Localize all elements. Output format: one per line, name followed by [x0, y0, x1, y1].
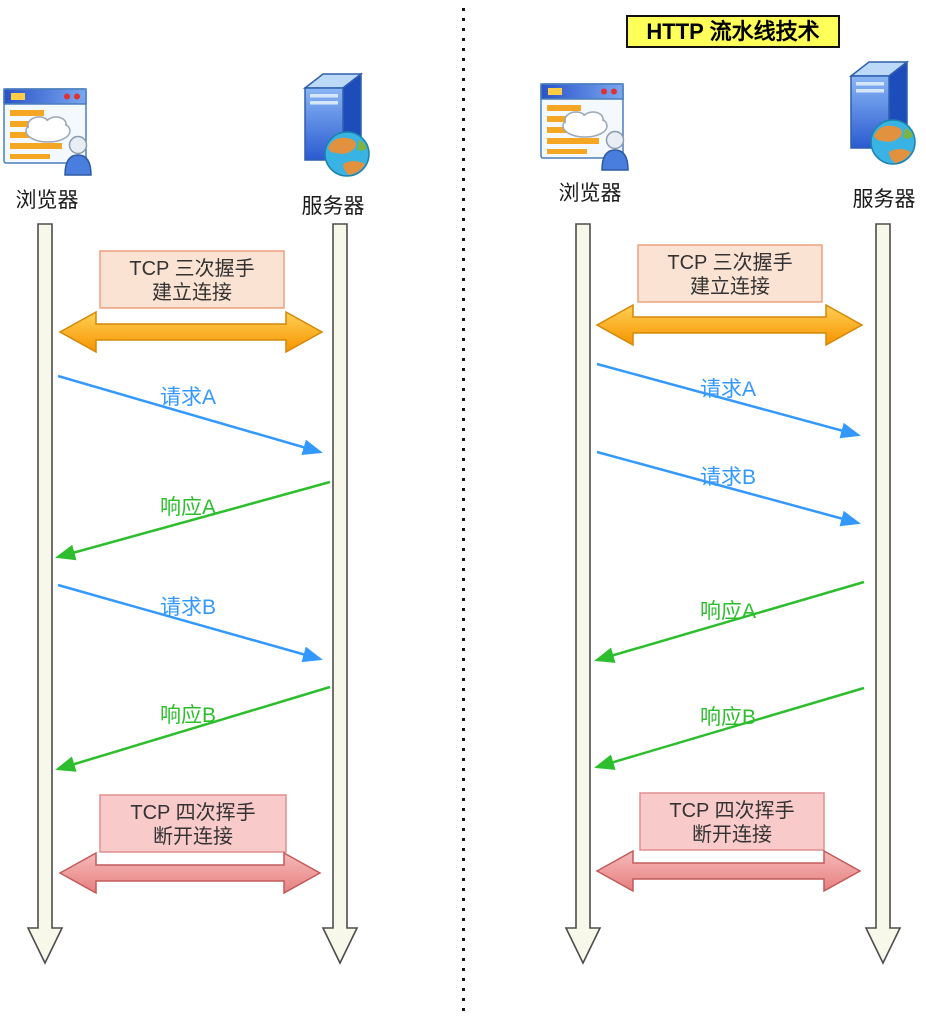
request-b-label: 请求B [700, 466, 756, 489]
request-b-arrow [57, 583, 323, 663]
response-a-arrow [55, 480, 331, 561]
tcp-teardown-line1: TCP 四次挥手 [669, 799, 794, 822]
browser-timeline-arrow [26, 223, 64, 965]
response-a-label: 响应A [700, 600, 756, 623]
tcp-teardown-line2: 断开连接 [153, 825, 233, 848]
tcp-teardown-line2: 断开连接 [692, 823, 772, 846]
request-a-label: 请求A [160, 386, 216, 409]
browser-icon [540, 83, 629, 171]
server-timeline-arrow [321, 223, 359, 965]
server-icon [304, 73, 370, 177]
response-b-label: 响应B [160, 704, 216, 727]
tcp-handshake-line1: TCP 三次握手 [129, 257, 254, 280]
request-b-arrow [596, 450, 861, 527]
browser-timeline-arrow [564, 223, 602, 965]
tcp-teardown-line1: TCP 四次挥手 [130, 801, 255, 824]
diagram-title-text: HTTP 流水线技术 [646, 19, 819, 44]
tcp-handshake-line2: 建立连接 [152, 281, 232, 304]
tcp-handshake-box [99, 250, 285, 309]
response-b-label: 响应B [700, 706, 756, 729]
request-b-label: 请求B [160, 596, 216, 619]
response-b-arrow [594, 686, 865, 770]
tcp-handshake-line2: 建立连接 [690, 275, 770, 298]
response-a-label: 响应A [160, 496, 216, 519]
server-timeline-arrow [864, 223, 902, 965]
tcp-teardown-double-arrow [58, 851, 322, 895]
diagram-title-box [626, 15, 840, 48]
server-label: 服务器 [853, 188, 916, 211]
tcp-handshake-box [637, 244, 823, 303]
tcp-handshake-line1: TCP 三次握手 [667, 251, 792, 274]
tcp-teardown-double-arrow [595, 849, 862, 893]
tcp-teardown-box [99, 794, 287, 853]
tcp-handshake-double-arrow [595, 303, 864, 347]
browser-label: 浏览器 [16, 189, 79, 212]
diagram-title: HTTP 流水线技术 [626, 15, 840, 48]
response-b-arrow [55, 685, 331, 772]
request-a-arrow [57, 374, 323, 455]
server-icon [850, 61, 916, 165]
tcp-teardown-box [639, 792, 825, 851]
panel-left: 浏览器 服务器 TCP 三次握手 建立连接 请求A 响应A 请求B 响应B TC… [3, 73, 370, 965]
panel-right: 浏览器 服务器 TCP 三次握手 建立连接 请求A 请求B 响应A 响应B TC… [540, 61, 916, 965]
response-a-arrow [594, 580, 865, 663]
request-a-arrow [596, 362, 861, 439]
server-label: 服务器 [302, 195, 365, 218]
browser-icon [3, 88, 92, 176]
browser-label: 浏览器 [559, 182, 622, 205]
tcp-handshake-double-arrow [58, 310, 324, 354]
request-a-label: 请求A [700, 378, 756, 401]
